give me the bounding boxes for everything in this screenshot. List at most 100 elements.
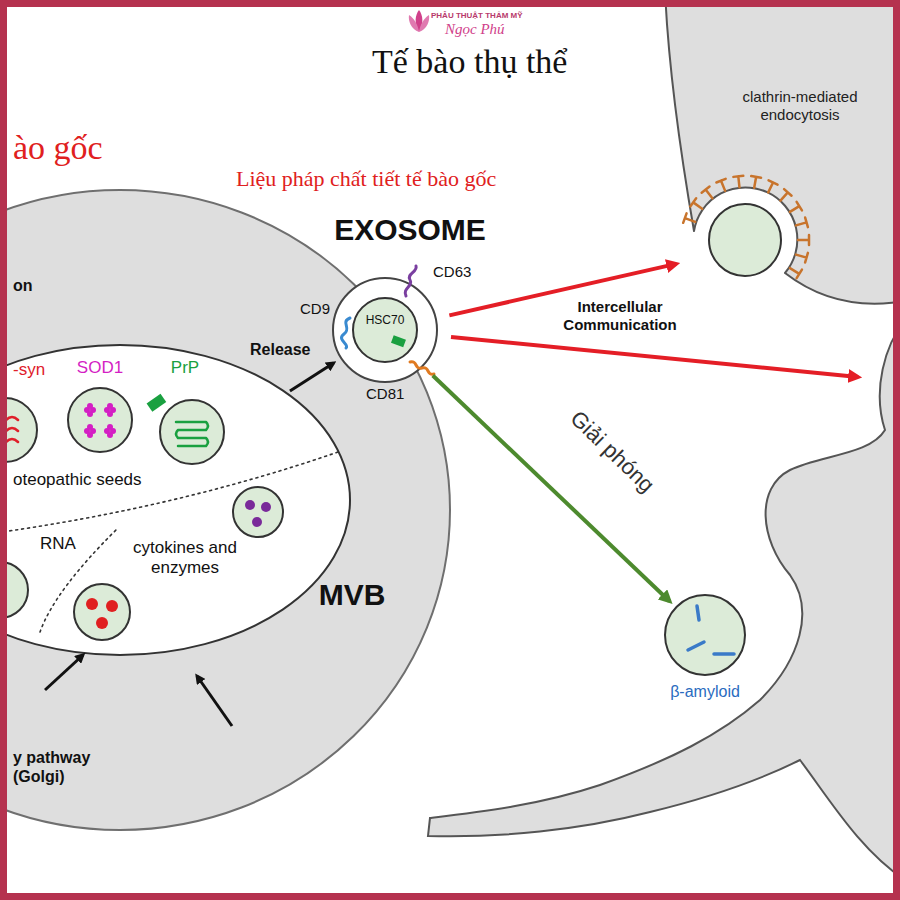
enzyme-dot [96,617,108,629]
protein-aggregate [87,424,93,430]
clathrin-coat [780,189,791,201]
cargo-label: cytokines and enzymes [123,538,248,579]
seed-vesicle-shape [160,400,224,464]
enzyme-dot [106,600,118,612]
clathrin-coat [690,198,702,209]
shape-group [0,190,450,830]
tetraspanin-protein [410,362,434,375]
title: Tế bào thụ thể [372,42,567,83]
seed-vesicle: -syn [0,398,37,462]
arrow-label: Giải phóng [565,406,660,499]
seed-vesicle: PrP [160,400,224,464]
cell-name: MVB [319,577,386,613]
cargo-region: oteopathic seedsRNA cytokines and enzymes… [0,345,350,655]
exosome-membrane [333,278,437,382]
seed-vesicle-shape [0,398,37,462]
enzyme-dot [86,598,98,610]
protein-aggregate [176,422,208,446]
logo-lotus [409,10,429,32]
clathrin-coat [683,213,695,222]
shape-group [0,398,37,462]
endocytic-vesicle [709,204,781,276]
cargo-region-shape [0,345,350,655]
protein-aggregate [0,417,18,445]
protein-aggregate [87,403,93,409]
logo-petal [409,15,419,32]
text-fragment: on [13,276,33,295]
dotted-divider [0,452,338,535]
clathrin-coat [768,180,777,192]
protein-aggregate [107,411,113,417]
shape-group [665,0,900,304]
shape-group [147,394,224,464]
exosome-lumen [353,298,417,362]
exosome-vesicle: EXOSOMEHSC70 [333,278,437,382]
watermark: PHẪU THUẬT THẨM MỸ [431,11,523,21]
clathrin-coat [796,253,808,263]
protein-aggregate [107,403,113,409]
mvb-cell-shape [0,190,450,830]
vesicle-name: β-amyloid [670,682,740,701]
protein-name: SOD1 [77,358,123,378]
process-name: clathrin-mediated endocytosis [715,88,885,124]
tetraspanin-protein [405,266,416,296]
logo-petal [419,15,429,32]
pathway-label: y pathway (Golgi) [13,748,113,786]
tetraspanin-protein [341,318,350,348]
seed-vesicle-shape [68,388,132,452]
arrow-label: Intercellular Communication [550,298,690,334]
protein-name: PrP [171,358,199,378]
shape-group [665,595,745,675]
exosome-heading: EXOSOME [334,212,486,248]
cytokine-dot [252,517,262,527]
clathrin-coat [733,176,743,187]
receptor-membrane [665,0,900,304]
receptor-cell-shape [655,0,900,340]
amyloid-vesicle-outline [665,595,745,675]
amyloid-vesicle: β-amyloid [665,595,745,675]
rna-vesicle [0,562,28,618]
neuron-cell [428,320,900,880]
protein-name: HSC70 [366,313,405,327]
protein-aggregate [87,411,93,417]
release-arrow [433,376,670,602]
marker-protein: CD81 [366,385,404,403]
marker-protein: CD63 [433,263,471,281]
mvb-membrane [0,190,450,830]
seed-vesicle-outline [160,400,224,464]
shape-group [0,345,350,655]
clathrin-coat [790,268,802,278]
cytokine-vesicle [233,487,283,537]
marker-protein: CD9 [300,300,330,318]
heading-fragment: ào gốc [13,128,103,169]
cargo-outline [0,345,350,655]
protein-aggregate [107,432,113,438]
cargo-label: RNA [40,534,76,554]
exosome-vesicle-shape [333,278,437,382]
shape-group [68,388,132,452]
amyloid-vesicle-shape [665,595,745,675]
clathrin-coat [716,179,725,191]
cargo-label: oteopathic seeds [13,470,142,490]
protein-name: -syn [13,360,45,380]
shape-group [333,266,437,382]
cargo-protein [391,335,406,347]
watermark: Ngọc Phú [445,20,505,38]
mvb-cell: MVB oteopathic seedsRNA cytokines and enzy… [0,190,450,830]
clathrin-coat [790,202,802,212]
cytokine-dot [245,500,255,510]
subtitle: Liệu pháp chất tiết tế bào gốc [236,166,496,192]
clathrin-coat [751,176,761,188]
protein-tag [147,394,167,412]
seed-vesicle-outline [0,398,37,462]
protein-aggregate [107,424,113,430]
seed-vesicle: SOD1 [68,388,132,452]
cytokine-dot [261,502,271,512]
enzyme-vesicle [74,584,130,640]
arrow-label: Release [250,340,311,359]
clathrin-coat [796,218,808,228]
clathrin-coat [798,235,809,245]
